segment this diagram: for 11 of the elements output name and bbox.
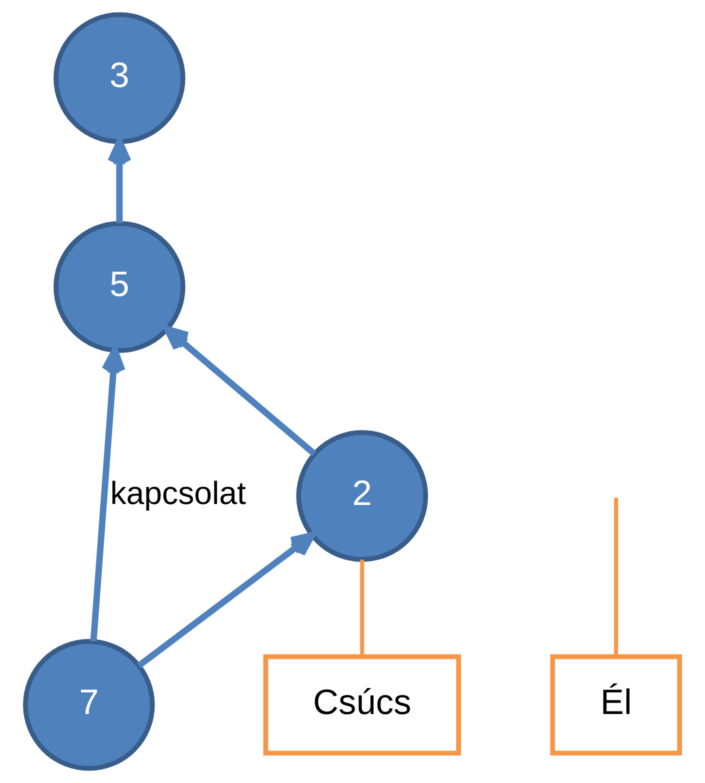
arrow — [137, 532, 316, 668]
node-circle: 3 — [54, 12, 186, 144]
node-circle: 7 — [23, 639, 155, 771]
arrow — [164, 326, 316, 456]
node-circle: 2 — [296, 430, 428, 562]
node-box: Él — [550, 654, 682, 756]
edge-label: kapcsolat — [110, 475, 246, 512]
node-box: Csúcs — [263, 654, 461, 756]
node-circle: 5 — [54, 221, 186, 353]
connector — [614, 498, 618, 657]
connector — [360, 560, 364, 657]
